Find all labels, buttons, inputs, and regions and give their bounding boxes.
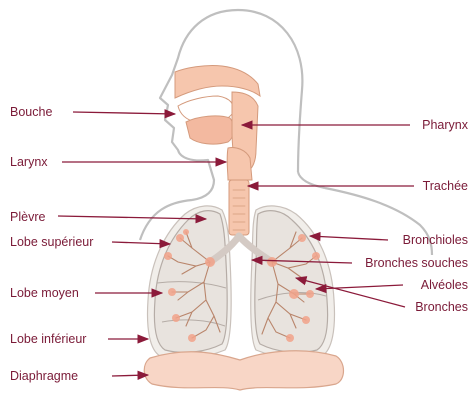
arrow-diaphragme <box>112 375 148 376</box>
alveoli-cluster <box>306 290 314 298</box>
label-lobe-superieur: Lobe supérieur <box>10 235 93 249</box>
alveoli-cluster <box>298 234 306 242</box>
alveoli-cluster <box>267 257 277 267</box>
alveoli-cluster <box>183 229 189 235</box>
alveoli-cluster <box>286 334 294 342</box>
label-diaphragme: Diaphragme <box>10 369 78 383</box>
label-pharynx: Pharynx <box>422 118 469 132</box>
arrow-bouche <box>73 112 175 114</box>
alveoli-cluster <box>168 288 176 296</box>
label-plevre: Plèvre <box>10 210 45 224</box>
label-larynx: Larynx <box>10 155 48 169</box>
tongue <box>186 116 234 144</box>
arrow-bronchioles <box>310 236 388 240</box>
diaphragm <box>144 351 343 390</box>
trachea <box>229 180 249 235</box>
label-trachee: Trachée <box>423 179 468 193</box>
label-bronchioles: Bronchioles <box>403 233 468 247</box>
alveoli-cluster <box>302 316 310 324</box>
label-lobe-moyen: Lobe moyen <box>10 286 79 300</box>
arrow-lobe-superieur <box>112 242 170 244</box>
alveoli-cluster <box>289 289 299 299</box>
label-bronches: Bronches <box>415 300 468 314</box>
alveoli-cluster <box>164 252 172 260</box>
alveoli-cluster <box>176 234 184 242</box>
label-bouche: Bouche <box>10 105 52 119</box>
label-bronches-souches: Bronches souches <box>365 256 468 270</box>
nasal-cavity <box>175 65 260 98</box>
alveoli-cluster <box>312 252 320 260</box>
alveoli-cluster <box>205 257 215 267</box>
left-lung <box>255 211 328 353</box>
label-lobe-inferieur: Lobe inférieur <box>10 332 86 346</box>
alveoli-cluster <box>172 314 180 322</box>
label-alveoles: Alvéoles <box>421 278 468 292</box>
alveoli-cluster <box>188 334 196 342</box>
